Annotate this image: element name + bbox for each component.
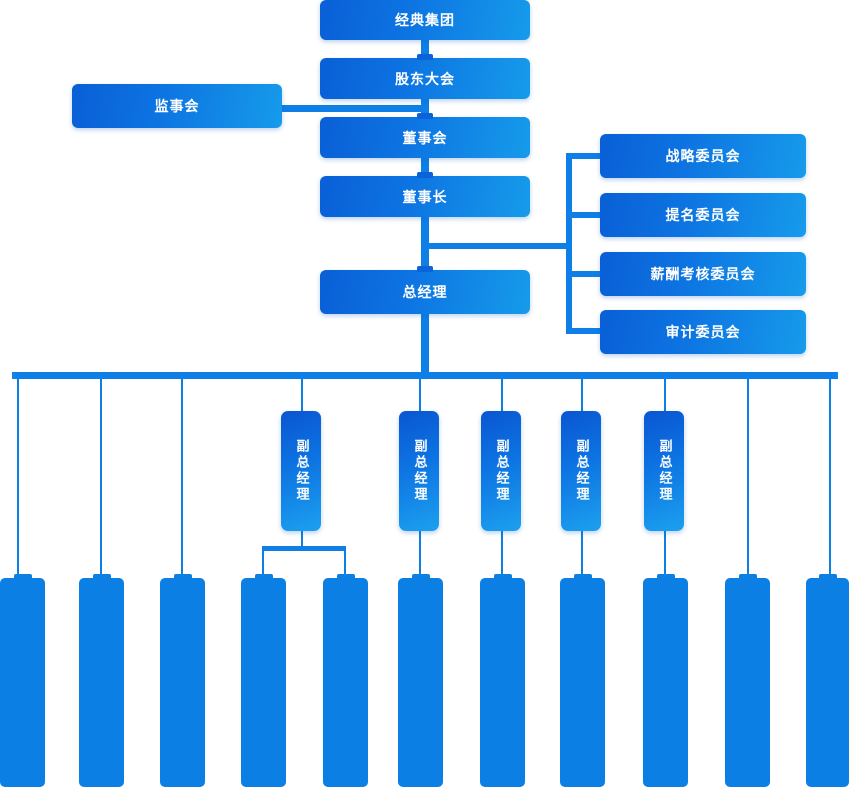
node-chairman[interactable]: 董事长 (320, 176, 530, 217)
node-committee-audit[interactable]: 审计委员会 (600, 310, 806, 354)
node-deputy-4[interactable]: 副总经理 (561, 411, 601, 531)
node-group-label: 经典集团 (395, 12, 455, 28)
node-shareholders-label: 股东大会 (395, 70, 455, 87)
node-department-9[interactable] (643, 578, 688, 787)
connector-committee-strategy (566, 153, 602, 159)
bus-right-endcap (836, 372, 838, 379)
node-deputy-5-label: 副总经理 (657, 439, 673, 503)
node-department-8[interactable] (560, 578, 605, 787)
connector-committee-compensation (566, 271, 602, 277)
node-deputy-2[interactable]: 副总经理 (399, 411, 439, 531)
droplink-bus-to-dept-3 (181, 379, 183, 578)
node-committee-compensation[interactable]: 薪酬考核委员会 (600, 252, 806, 296)
connector-committee-audit (566, 328, 602, 334)
bus-left-endcap (13, 372, 15, 379)
droplink-deputy-1-to-subbus (301, 531, 303, 547)
node-supervisory-board-label: 监事会 (154, 98, 200, 114)
node-chairman-label: 董事长 (402, 188, 448, 205)
droplink-deputy-5-to-dept-9 (664, 531, 666, 578)
node-department-6[interactable] (398, 578, 443, 787)
droplink-deputy-4-to-dept-8 (581, 531, 583, 578)
committee-vertical-bus (566, 153, 572, 333)
node-group[interactable]: 经典集团 (320, 0, 530, 40)
droplink-bus-to-deputy-3 (501, 379, 503, 412)
node-committee-strategy[interactable]: 战略委员会 (600, 134, 806, 178)
node-supervisory-board[interactable]: 监事会 (72, 84, 282, 128)
node-deputy-3[interactable]: 副总经理 (481, 411, 521, 531)
node-department-3[interactable] (160, 578, 205, 787)
node-shareholders[interactable]: 股东大会 (320, 58, 530, 99)
node-department-7[interactable] (480, 578, 525, 787)
node-department-4[interactable] (241, 578, 286, 787)
droplink-bus-to-deputy-4 (581, 379, 583, 412)
node-deputy-1[interactable]: 副总经理 (281, 411, 321, 531)
node-committee-audit-label: 审计委员会 (665, 324, 741, 340)
droplink-subbus-to-dept-4 (262, 550, 264, 578)
node-committee-strategy-label: 战略委员会 (665, 148, 741, 164)
main-horizontal-bus (12, 372, 838, 379)
droplink-deputy-3-to-dept-7 (501, 531, 503, 578)
connector-supervisor-to-spine (275, 105, 425, 112)
node-general-manager[interactable]: 总经理 (320, 270, 530, 314)
node-department-2[interactable] (79, 578, 124, 787)
droplink-subbus-to-dept-5 (344, 550, 346, 578)
spine-chairman-to-gm (421, 215, 429, 270)
connector-spine-to-committee-bus (425, 243, 570, 249)
droplink-bus-to-dept-1 (17, 379, 19, 578)
node-general-manager-label: 总经理 (402, 284, 448, 300)
droplink-deputy-2-to-dept-6 (419, 531, 421, 578)
droplink-bus-to-deputy-1 (301, 379, 303, 412)
droplink-bus-to-deputy-5 (664, 379, 666, 412)
node-department-10[interactable] (725, 578, 770, 787)
sub-bus-deputy-1 (262, 546, 346, 551)
spine-group-to-shareholders (421, 38, 429, 60)
node-committee-nomination[interactable]: 提名委员会 (600, 193, 806, 237)
node-department-5[interactable] (323, 578, 368, 787)
connector-committee-nomination (566, 212, 602, 218)
node-deputy-3-label: 副总经理 (494, 439, 510, 503)
spine-gm-to-bus (421, 313, 429, 375)
node-deputy-4-label: 副总经理 (574, 439, 590, 503)
spine-shareholders-to-board (421, 97, 429, 118)
node-deputy-1-label: 副总经理 (294, 439, 310, 503)
node-committee-compensation-label: 薪酬考核委员会 (650, 266, 756, 282)
node-deputy-2-label: 副总经理 (412, 439, 428, 503)
node-department-1[interactable] (0, 578, 45, 787)
droplink-bus-to-dept-11 (829, 379, 831, 578)
node-board[interactable]: 董事会 (320, 117, 530, 158)
node-department-11[interactable] (806, 578, 849, 787)
node-deputy-5[interactable]: 副总经理 (644, 411, 684, 531)
droplink-bus-to-deputy-2 (419, 379, 421, 412)
node-board-label: 董事会 (402, 129, 448, 146)
droplink-bus-to-dept-10 (747, 379, 749, 578)
node-committee-nomination-label: 提名委员会 (665, 207, 741, 223)
droplink-bus-to-dept-2 (100, 379, 102, 578)
spine-board-to-chairman (421, 156, 429, 176)
